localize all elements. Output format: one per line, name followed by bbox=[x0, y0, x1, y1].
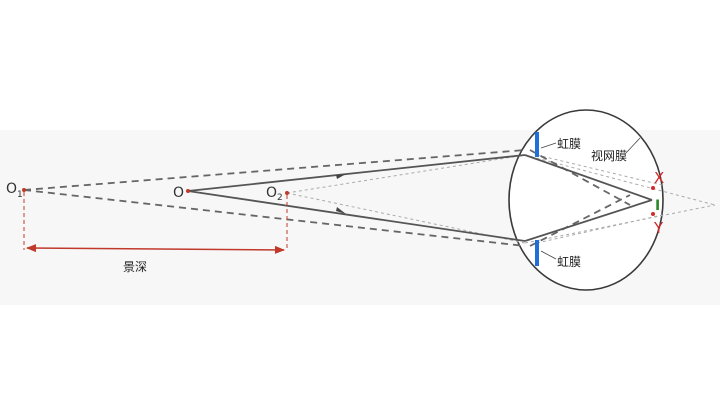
o2-ray-bottom bbox=[286, 192, 526, 244]
o-solid-rays bbox=[187, 154, 653, 242]
o-ray-bottom bbox=[187, 190, 526, 242]
o-point bbox=[186, 189, 190, 193]
y-point bbox=[651, 212, 655, 216]
o2-ray-top-inner bbox=[524, 154, 716, 206]
o1-point bbox=[22, 188, 26, 192]
arrowhead-top-icon bbox=[336, 174, 346, 179]
iris-bottom-label: 虹膜 bbox=[557, 255, 581, 269]
iris-top-bar bbox=[535, 132, 539, 157]
o2-label: O bbox=[266, 185, 277, 201]
iris-bottom-leader bbox=[540, 250, 557, 260]
o-ray-top-inner bbox=[524, 154, 653, 201]
o-ray-top bbox=[187, 154, 526, 192]
o1-dashed-rays bbox=[23, 149, 631, 247]
arrowhead-bottom-icon bbox=[336, 207, 346, 214]
o2-ray-top bbox=[286, 154, 526, 194]
x-point bbox=[651, 186, 655, 190]
iris-top-leader bbox=[540, 142, 557, 149]
iris-top-label: 虹膜 bbox=[557, 137, 581, 151]
y-label: Y bbox=[653, 219, 664, 237]
o1-ray-bottom bbox=[23, 189, 526, 247]
o2-faint-rays bbox=[286, 154, 716, 244]
eyeball bbox=[508, 109, 664, 291]
retina-leader bbox=[625, 137, 641, 154]
retina-label: 视网膜 bbox=[591, 148, 627, 163]
o1-ray-bottom-inner bbox=[529, 194, 631, 247]
o1-sub-label: 1 bbox=[17, 190, 23, 200]
depth-of-field-label: 景深 bbox=[123, 260, 147, 274]
depth-of-field-arrow bbox=[26, 244, 285, 254]
x-label: X bbox=[654, 169, 664, 187]
o1-label: O bbox=[6, 181, 17, 197]
o-ray-bottom-inner bbox=[524, 199, 653, 242]
o2-sub-label: 2 bbox=[277, 193, 283, 203]
o-label: O bbox=[173, 185, 184, 201]
o2-point bbox=[285, 191, 289, 195]
i-label: I bbox=[655, 198, 660, 214]
iris-bottom-bar bbox=[535, 240, 539, 266]
